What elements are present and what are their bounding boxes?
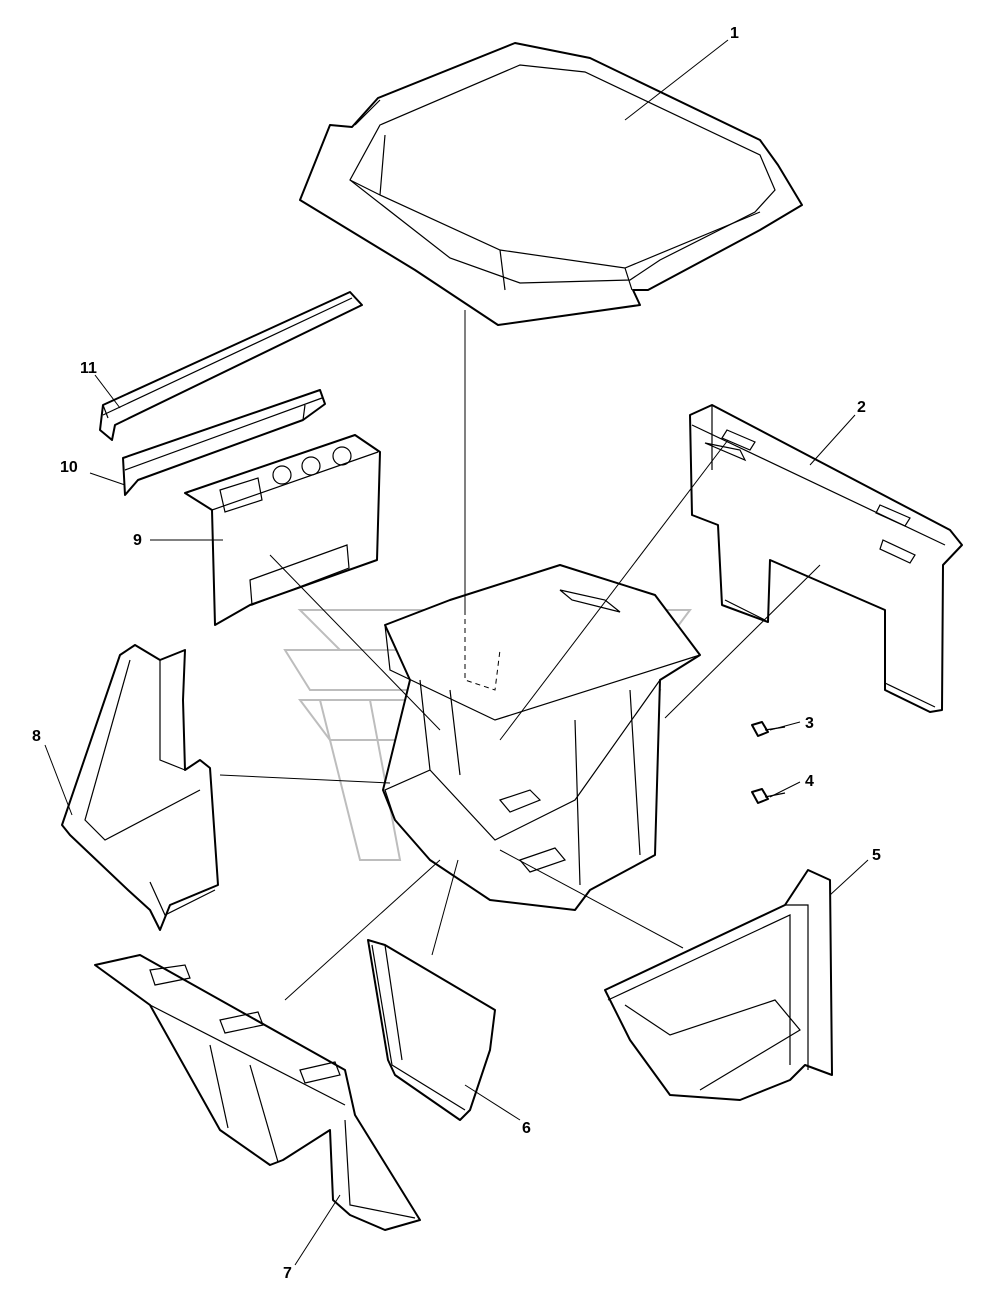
- callout-8: 8: [32, 728, 41, 745]
- part-2-rear-wall: [689, 404, 963, 713]
- callout-5: 5: [872, 847, 881, 864]
- part-8-left-side-panel: [61, 644, 219, 931]
- callout-10: 10: [60, 459, 78, 476]
- assembly-leader-lines: [219, 310, 821, 1001]
- part-9-dash-panel: [184, 434, 381, 626]
- callout-6: 6: [522, 1120, 531, 1137]
- cab-frame-assembly: [382, 564, 701, 911]
- part-11-upper-rail: [99, 291, 363, 441]
- callout-3: 3: [805, 715, 814, 732]
- callout-2: 2: [857, 399, 866, 416]
- part-10-lower-rail: [122, 389, 326, 496]
- part-3-bolt: [751, 721, 786, 737]
- part-1-roof-panel: [299, 42, 803, 326]
- part-6-door-post-panel: [367, 939, 496, 1121]
- callout-1: 1: [730, 25, 739, 42]
- callout-11: 11: [80, 360, 97, 377]
- callout-leaders: [44, 39, 869, 1266]
- callout-9: 9: [133, 532, 142, 549]
- callout-4: 4: [805, 773, 814, 790]
- part-7-lower-side-panel: [94, 954, 421, 1231]
- part-4-bolt: [751, 788, 786, 804]
- part-5-right-side-panel: [604, 869, 833, 1101]
- callout-7: 7: [283, 1265, 292, 1282]
